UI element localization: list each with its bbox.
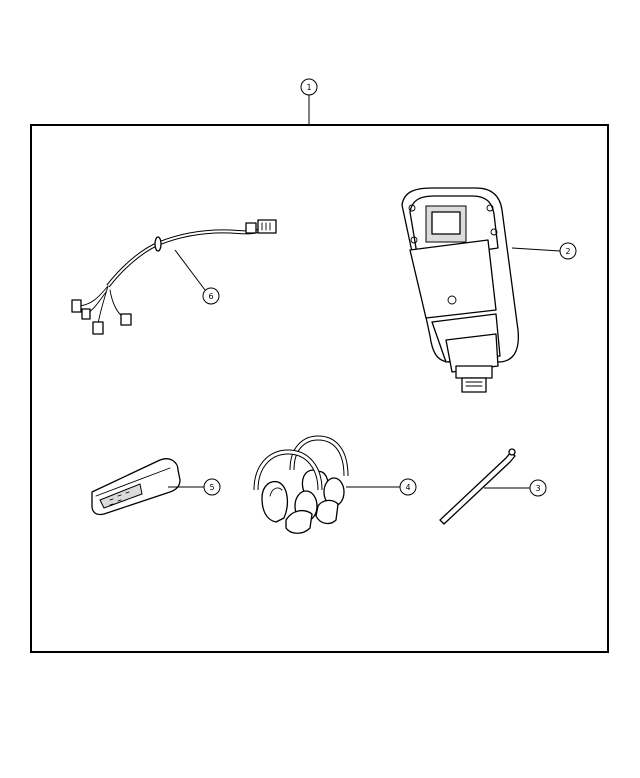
callout-2: 2 <box>559 242 577 260</box>
stylus-illustration <box>439 448 530 525</box>
callout-1-label: 1 <box>306 83 311 92</box>
headphones-illustration <box>253 435 400 534</box>
callout-5-label: 5 <box>209 483 214 492</box>
wiring-harness-illustration <box>71 219 277 335</box>
callout-4-label: 4 <box>405 483 410 492</box>
callout-5: 5 <box>203 478 221 496</box>
kit-frame <box>30 124 609 653</box>
callout-6-label: 6 <box>208 292 213 301</box>
callout-3: 3 <box>529 479 547 497</box>
callout-2-label: 2 <box>565 247 570 256</box>
callout-1: 1 <box>300 78 318 125</box>
dvd-player-illustration <box>401 187 561 393</box>
remote-control-illustration <box>91 458 204 516</box>
callout-4: 4 <box>399 478 417 496</box>
callout-3-label: 3 <box>535 484 540 493</box>
callout-6: 6 <box>202 287 220 305</box>
